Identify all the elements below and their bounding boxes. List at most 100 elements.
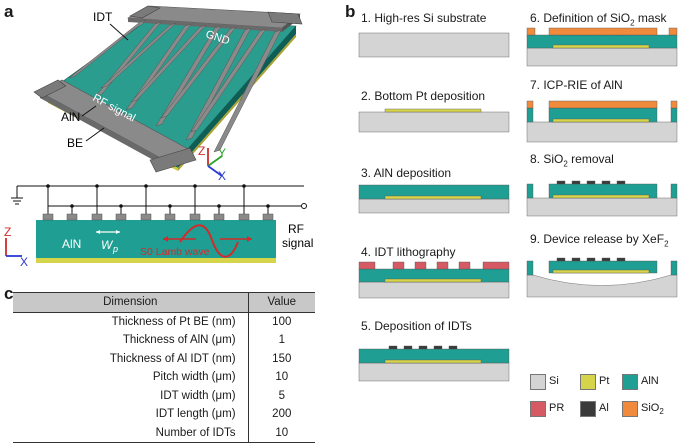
al-finger: [601, 180, 611, 185]
idt-wiring: [11, 185, 304, 207]
aln-pointer: [81, 105, 97, 117]
legend-swatch: [622, 401, 638, 417]
axes-cross-section: Z X: [4, 225, 28, 269]
label-idt: IDT: [93, 10, 113, 24]
wire-junction: [95, 184, 99, 188]
corner-pads: [33, 5, 303, 173]
sio2-mask: [548, 27, 658, 36]
step-label: 4. IDT lithography: [361, 245, 456, 259]
sio2-mask: [668, 27, 678, 36]
wire-junction: [168, 204, 172, 208]
dimension-name: Thickness of AlN (μm): [13, 331, 249, 350]
legend-swatch: [622, 374, 638, 390]
idt-finger: [115, 213, 127, 221]
dimension-value: 200: [272, 408, 292, 421]
idt-pointer: [109, 23, 129, 41]
photoresist: [414, 261, 427, 270]
label-aln: AlN: [61, 110, 80, 124]
al-finger: [616, 257, 626, 262]
idt-finger: [140, 213, 152, 221]
step-label: 3. AlN deposition: [361, 166, 452, 180]
wire-junction: [119, 204, 123, 208]
aln-layer: [526, 107, 534, 123]
idt-finger: [189, 213, 201, 221]
si-substrate: [526, 197, 678, 217]
photoresist: [358, 261, 376, 270]
pt-layer: [384, 278, 482, 283]
table-row: Thickness of AlN (μm)1: [13, 331, 315, 350]
wire-junction: [242, 184, 246, 188]
wp-label: W: [101, 238, 114, 252]
sio2-mask: [548, 100, 658, 109]
wire-junction: [70, 204, 74, 208]
dimension-name: IDT width (μm): [13, 386, 249, 405]
sio2-mask: [526, 27, 536, 36]
pt-layer: [552, 118, 650, 123]
pt-bottom-electrode: [36, 258, 276, 263]
wire-junction: [193, 184, 197, 188]
al-finger: [601, 257, 611, 262]
idt-finger: [91, 213, 103, 221]
device-3d-illustration: IDT GND RF signal AlN BE Z Y X: [33, 5, 303, 183]
idt-finger: [262, 213, 274, 221]
step-label: 1. High-res Si substrate: [361, 11, 487, 25]
dimension-value: 150: [272, 352, 292, 365]
si-substrate: [526, 121, 678, 143]
sio2-mask: [670, 100, 678, 109]
cs-axis-x: X: [20, 255, 28, 269]
rf-port[interactable]: [301, 203, 307, 209]
dimension-name: Thickness of Pt BE (nm): [13, 312, 249, 331]
legend-label: Pt: [599, 375, 610, 387]
photoresist: [436, 261, 449, 270]
legend-swatch: [580, 401, 596, 417]
wire-junction: [217, 204, 221, 208]
si-substrate: [358, 198, 510, 214]
aln-layer: [670, 260, 678, 276]
dimension-name: Number of IDTs: [13, 423, 249, 443]
cross-section-illustration: RF signal AlN W p S0 Lamb wave Z X: [4, 184, 313, 269]
al-finger: [556, 180, 566, 185]
wire-junction: [144, 184, 148, 188]
si-substrate: [358, 32, 510, 58]
panel-letter-c: c: [4, 284, 14, 303]
aln-layer: [526, 260, 534, 276]
step-label: 2. Bottom Pt deposition: [361, 89, 486, 103]
aln-layer: [526, 183, 534, 199]
wp-subscript: p: [112, 244, 118, 254]
wave-label: S0 Lamb wave: [140, 246, 210, 258]
al-finger: [586, 180, 596, 185]
dimension-value: 5: [278, 389, 285, 402]
process-diagrams: [358, 27, 678, 382]
al-finger: [403, 345, 413, 350]
cs-axis-z: Z: [4, 225, 11, 239]
legend-label: PR: [549, 402, 565, 414]
aln-layer: [670, 183, 678, 199]
dimension-value: 100: [272, 315, 292, 328]
pt-layer: [552, 194, 650, 199]
al-finger: [571, 180, 581, 185]
legend-label: AlN: [641, 375, 659, 387]
al-finger: [616, 180, 626, 185]
finger-wires: [46, 184, 270, 214]
table-row: Thickness of Al IDT (nm)150: [13, 349, 315, 368]
rf-label-line1: RF: [288, 222, 304, 236]
axis-z-label: Z: [198, 144, 205, 158]
be-pointer: [85, 127, 105, 142]
step-label: 6. Definition of SiO2 mask: [530, 11, 667, 28]
table-row: IDT width (μm) 5: [13, 386, 315, 405]
table-row: IDT length (μm)200: [13, 405, 315, 424]
axes-3d: Z Y X: [198, 144, 226, 183]
idt-finger: [213, 213, 225, 221]
al-finger: [571, 257, 581, 262]
rf-label-line2: signal: [282, 236, 313, 250]
photoresist: [458, 261, 471, 270]
axis-x-label: X: [218, 169, 226, 183]
si-substrate: [358, 362, 510, 382]
legend-label: Si: [549, 375, 559, 387]
pt-layer: [552, 44, 650, 49]
lamb-wave-curve: [179, 224, 239, 258]
idt-finger: [42, 213, 54, 221]
step-label: 7. ICP-RIE of AlN: [530, 78, 623, 92]
